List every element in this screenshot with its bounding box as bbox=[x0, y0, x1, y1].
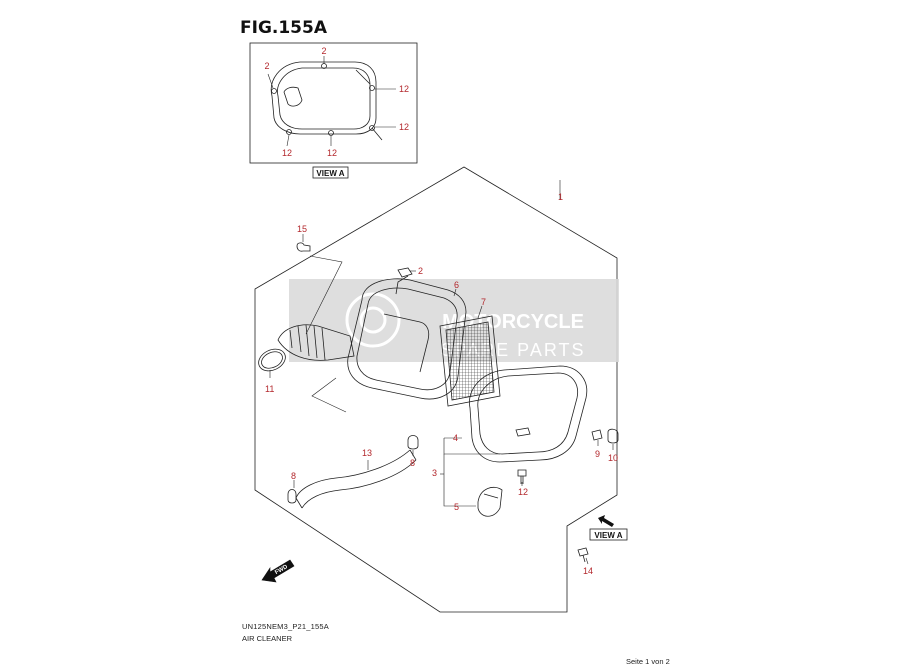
view-a-inset-label-box bbox=[312, 166, 349, 179]
callout-4: 4 bbox=[453, 433, 458, 443]
part-8-clamp-a bbox=[287, 489, 297, 504]
callout-8-a: 8 bbox=[291, 471, 296, 481]
callout-13: 13 bbox=[362, 448, 372, 458]
callout-8-b: 8 bbox=[410, 458, 415, 468]
part-12-screw bbox=[517, 469, 527, 484]
part-8-clamp-b bbox=[407, 435, 419, 450]
callout-11: 11 bbox=[265, 384, 274, 394]
callout-inset-2-left: 2 bbox=[264, 61, 269, 71]
callout-inset-12-c: 12 bbox=[282, 148, 292, 158]
inset-leaders bbox=[267, 56, 396, 147]
part-group-name: AIR CLEANER bbox=[242, 634, 293, 643]
intake-boot bbox=[277, 324, 355, 361]
inset-cover-drawing bbox=[270, 61, 383, 141]
callout-inset-2-top: 2 bbox=[321, 46, 326, 56]
watermark-gear-icon bbox=[345, 292, 401, 348]
callout-14: 14 bbox=[583, 566, 593, 576]
callout-inset-12-a: 12 bbox=[399, 84, 409, 94]
part-15-clip bbox=[296, 242, 311, 252]
fwd-indicator: FWD bbox=[261, 559, 295, 583]
figure-title: FIG.155A bbox=[240, 18, 327, 38]
part-5-cap bbox=[477, 486, 503, 517]
view-a-pointer-label-box bbox=[589, 528, 628, 541]
callout-1: 1 bbox=[558, 192, 563, 202]
view-a-pointer-label: VIEW A bbox=[594, 531, 622, 540]
callout-15: 15 bbox=[297, 224, 307, 234]
callout-5: 5 bbox=[454, 502, 459, 512]
callout-9: 9 bbox=[595, 449, 600, 459]
page-number: Seite 1 von 2 bbox=[626, 657, 670, 666]
callout-10: 10 bbox=[608, 453, 618, 463]
part-2-clip bbox=[397, 267, 413, 278]
leader-lines bbox=[269, 180, 614, 565]
part-14-bolt bbox=[577, 547, 589, 563]
view-a-inset-label: VIEW A bbox=[316, 169, 344, 178]
part-4-cover bbox=[468, 365, 588, 463]
part-10-cap bbox=[607, 428, 619, 444]
part-13-hose bbox=[295, 449, 417, 509]
model-code: UN125NEM3_P21_155A bbox=[242, 622, 329, 631]
assembly-outline bbox=[254, 166, 618, 613]
part-7-filter bbox=[439, 315, 501, 407]
callout-inset-12-b: 12 bbox=[399, 122, 409, 132]
inset-frame bbox=[249, 42, 418, 164]
callout-7: 7 bbox=[481, 297, 486, 307]
inset-view-a: 2 2 12 12 12 12 bbox=[249, 42, 418, 164]
part-11-clamp bbox=[258, 348, 286, 372]
view-a-arrow-icon bbox=[598, 515, 614, 527]
view-a-pointer: VIEW A bbox=[589, 515, 628, 541]
part-9-plug bbox=[591, 429, 603, 441]
callout-12: 12 bbox=[518, 487, 528, 497]
callout-2: 2 bbox=[418, 266, 423, 276]
callout-6: 6 bbox=[454, 280, 459, 290]
callout-inset-12-d: 12 bbox=[327, 148, 337, 158]
callout-3: 3 bbox=[432, 468, 437, 478]
fwd-arrow-icon bbox=[261, 559, 295, 583]
